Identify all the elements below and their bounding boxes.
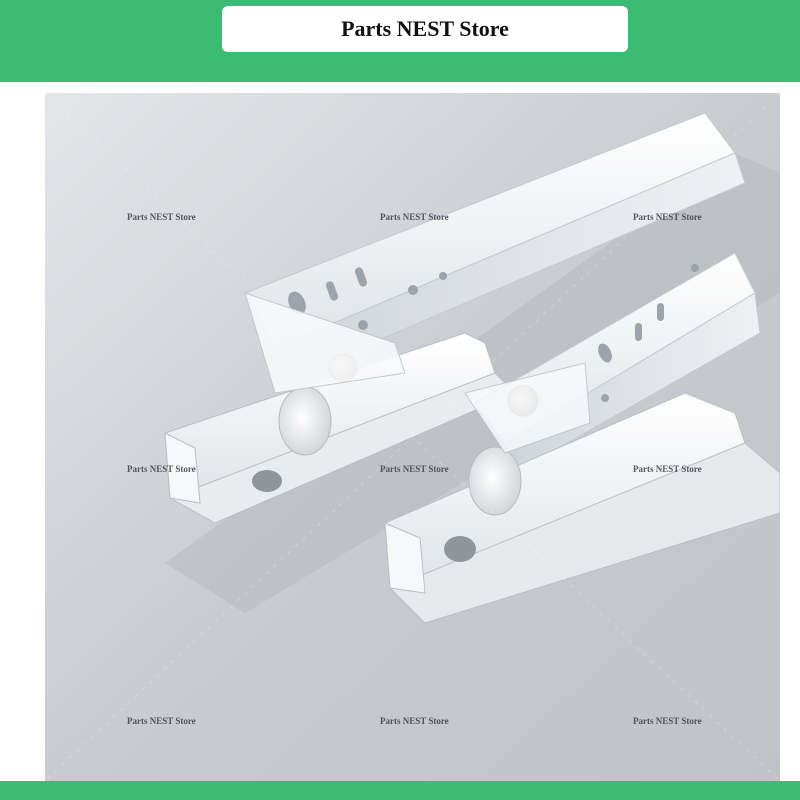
watermark: Parts NEST Store bbox=[127, 212, 196, 222]
watermark: Parts NEST Store bbox=[380, 212, 449, 222]
watermark: Parts NEST Store bbox=[127, 716, 196, 726]
drawer-slide-rails-image bbox=[45, 93, 780, 781]
watermark: Parts NEST Store bbox=[633, 464, 702, 474]
bottom-green-border bbox=[0, 781, 800, 800]
store-title: Parts NEST Store bbox=[341, 16, 509, 41]
watermark: Parts NEST Store bbox=[633, 716, 702, 726]
watermark: Parts NEST Store bbox=[380, 464, 449, 474]
store-title-banner: Parts NEST Store bbox=[222, 6, 628, 52]
watermark: Parts NEST Store bbox=[633, 212, 702, 222]
watermark: Parts NEST Store bbox=[380, 716, 449, 726]
product-photo: Parts NEST Store Parts NEST Store Parts … bbox=[45, 93, 780, 781]
watermark: Parts NEST Store bbox=[127, 464, 196, 474]
